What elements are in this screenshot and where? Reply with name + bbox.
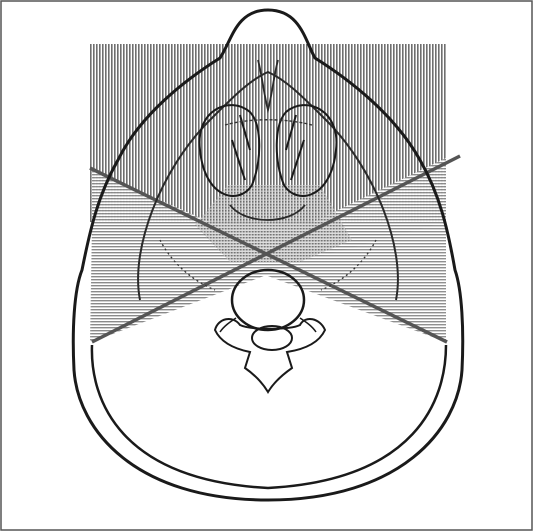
radiation-field-diagram xyxy=(0,0,533,531)
diagram-frame xyxy=(0,0,533,531)
